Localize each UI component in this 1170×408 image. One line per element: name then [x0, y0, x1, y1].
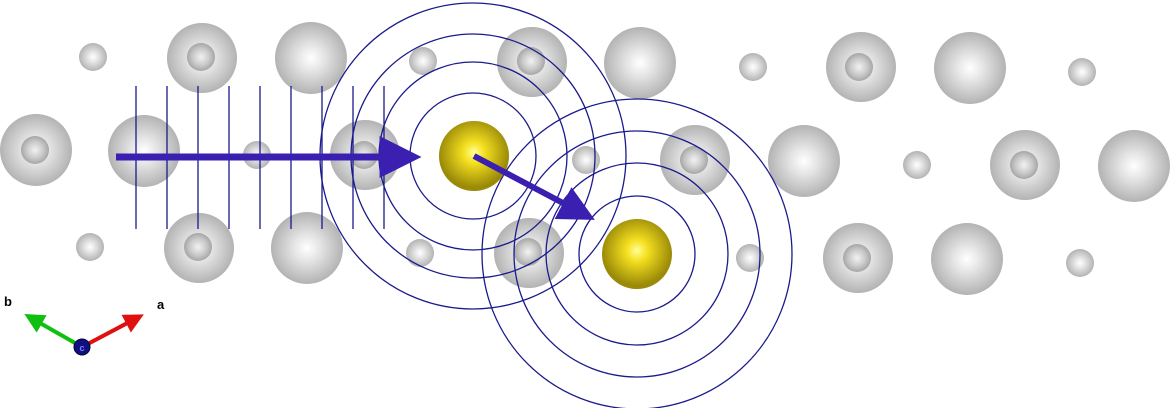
host-atom [1098, 130, 1170, 202]
host-atom [79, 43, 107, 71]
host-atom [739, 53, 767, 81]
host-atom-inner [843, 244, 871, 272]
spherical-wavefront [513, 130, 761, 378]
host-atom [768, 125, 840, 197]
host-atom [736, 244, 764, 272]
scattered-wave-arrow [472, 153, 595, 220]
host-atom [572, 146, 600, 174]
axis-c-label: c [79, 343, 84, 353]
host-atom-inner [517, 47, 545, 75]
scatterer-atom-2 [602, 219, 672, 289]
host-atom [108, 115, 180, 187]
host-atom [604, 27, 676, 99]
host-atom [934, 32, 1006, 104]
host-atom [903, 151, 931, 179]
host-atom [931, 223, 1003, 295]
spherical-wavefront [545, 162, 729, 346]
axis-c-marker [73, 338, 91, 356]
spherical-wavefronts-2 [481, 98, 793, 408]
axis-a-label: a [157, 297, 165, 312]
axis-a-arrow [81, 314, 144, 349]
host-atom-inner [187, 43, 215, 71]
axis-b-arrow [24, 314, 83, 349]
host-atom-inner [680, 146, 708, 174]
axes-indicator: c b a [4, 294, 165, 356]
host-atom-inner [21, 136, 49, 164]
host-atom [1066, 249, 1094, 277]
host-atom-inner [1010, 151, 1038, 179]
spherical-wavefront [578, 195, 696, 313]
host-atom-inner [514, 238, 542, 266]
host-atoms [0, 22, 1170, 295]
axis-b-label: b [4, 294, 12, 309]
host-atom [271, 212, 343, 284]
host-atom-inner [845, 53, 873, 81]
spherical-wavefront [481, 98, 793, 408]
host-atom-inner [184, 233, 212, 261]
host-atom [409, 47, 437, 75]
host-atom [275, 22, 347, 94]
host-atom [1068, 58, 1096, 86]
host-atom [76, 233, 104, 261]
host-atom [406, 239, 434, 267]
propagation-arrows [116, 136, 595, 220]
